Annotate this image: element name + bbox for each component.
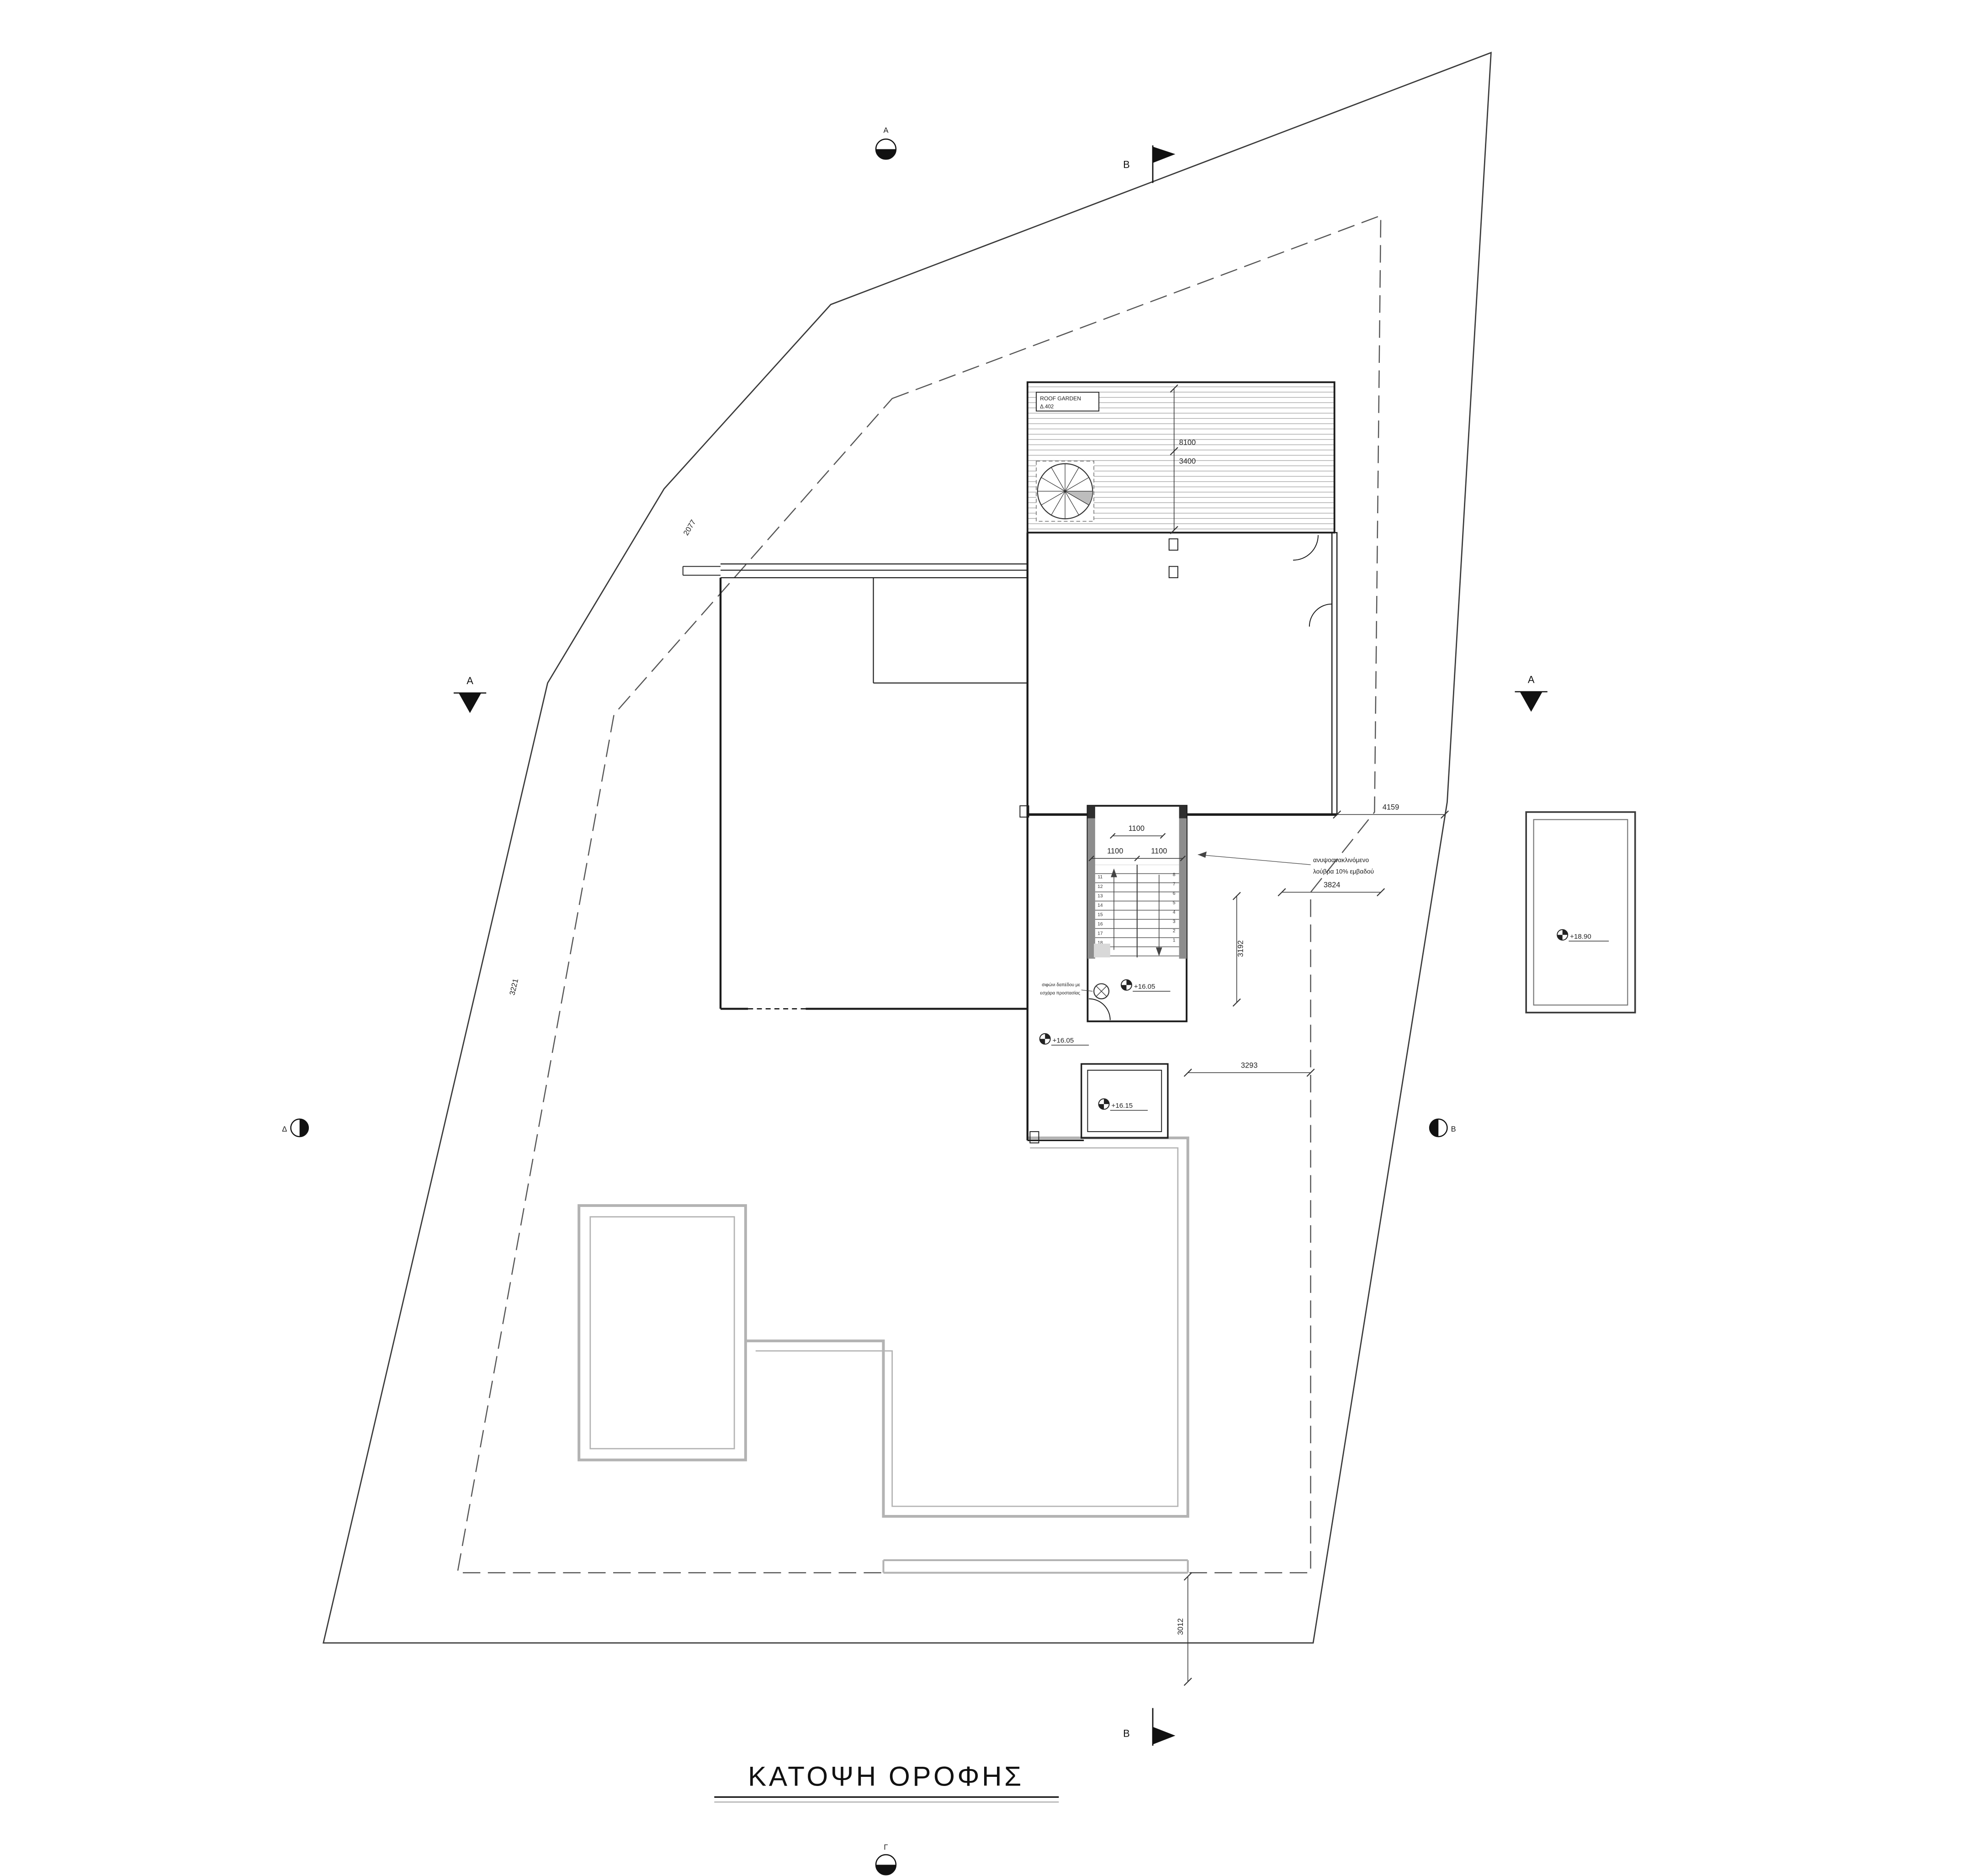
- stair-wall-right: [1179, 818, 1187, 959]
- site-boundary: [323, 52, 1492, 1644]
- drain-note-line1: σιφώνι δαπέδου με: [1042, 983, 1080, 988]
- svg-text:17: 17: [1097, 931, 1103, 936]
- louver-note-line2: λούβρα 10% εμβαδού: [1313, 868, 1374, 875]
- section-b-top-label: B: [1123, 159, 1130, 170]
- svg-text:5: 5: [1173, 900, 1176, 905]
- svg-text:18: 18: [1097, 941, 1103, 946]
- drawing-title-block: ΚΑΤΟΨΗ ΟΡΟΦΗΣ: [714, 1761, 1059, 1803]
- dim-4159: 4159: [1383, 803, 1399, 811]
- level-terrace: +16.05: [1053, 1036, 1074, 1044]
- section-a-right-label: A: [1528, 674, 1535, 685]
- elevation-top-label: A: [883, 127, 888, 135]
- duct-symbol: [1019, 805, 1029, 818]
- svg-text:3: 3: [1173, 919, 1176, 925]
- svg-text:6: 6: [1173, 891, 1176, 896]
- upper-floor-walls: [682, 532, 1338, 1143]
- section-a-left-label: A: [466, 675, 473, 686]
- dim-2077: 2077: [682, 518, 698, 537]
- svg-text:16: 16: [1097, 922, 1103, 927]
- stairwell: 1100 1100 1100 11 12 13 14 15 16 17 18: [1086, 805, 1188, 1022]
- lower-roof-outline: [578, 1136, 1189, 1574]
- deck-dimension: 8100 3400: [1170, 384, 1196, 534]
- roof-garden-label-box: ROOF GARDEN Δ.402: [1036, 392, 1100, 412]
- elevation-left-label: Δ: [282, 1125, 287, 1133]
- duct-symbol: [1168, 538, 1178, 551]
- level-annex: +18.90: [1570, 933, 1591, 941]
- stair-dimensions: 1100 1100 1100: [1088, 824, 1186, 861]
- roof-garden-label: ROOF GARDEN: [1040, 395, 1081, 402]
- level-markers: +16.05 +16.05 +16.15 +18.90: [1039, 929, 1609, 1111]
- setback-line: [456, 214, 1382, 1573]
- dim-1100-left: 1100: [1107, 847, 1123, 855]
- level-shaft: +16.15: [1112, 1102, 1133, 1110]
- section-markers: A A B B A Γ Δ B: [282, 127, 1548, 1876]
- annotations: ανυψοανακλινόμενο λούβρα 10% εμβαδού σιφ…: [1040, 851, 1374, 996]
- svg-text:11: 11: [1097, 875, 1102, 880]
- floor-drain: [1093, 983, 1110, 999]
- drawing-title: ΚΑΤΟΨΗ ΟΡΟΦΗΣ: [748, 1761, 1024, 1792]
- roof-garden-deck: ROOF GARDEN Δ.402 8100 3400: [1026, 381, 1336, 534]
- roof-garden-code: Δ.402: [1040, 404, 1054, 409]
- svg-text:7: 7: [1173, 882, 1176, 887]
- dim-3192: 3192: [1236, 941, 1245, 957]
- elevator-shaft: [1081, 1063, 1169, 1139]
- dim-3400: 3400: [1179, 457, 1196, 466]
- dim-1100-top: 1100: [1129, 824, 1145, 833]
- svg-text:14: 14: [1097, 903, 1103, 908]
- svg-text:13: 13: [1097, 893, 1103, 898]
- level-stair-landing: +16.05: [1134, 983, 1155, 991]
- elevation-right-label: B: [1451, 1125, 1456, 1133]
- spiral-stair: [1036, 461, 1094, 522]
- svg-text:2: 2: [1173, 929, 1176, 934]
- duct-symbol: [1168, 566, 1178, 579]
- elevation-bottom-label: Γ: [884, 1843, 888, 1851]
- dim-3012: 3012: [1177, 1618, 1185, 1635]
- svg-text:4: 4: [1173, 910, 1176, 915]
- dim-3824: 3824: [1324, 881, 1341, 889]
- dim-8100: 8100: [1179, 438, 1196, 446]
- svg-text:8: 8: [1173, 872, 1176, 877]
- duct-symbol: [1029, 1131, 1039, 1143]
- dim-3221: 3221: [508, 978, 520, 996]
- louver-note-line1: ανυψοανακλινόμενο: [1313, 857, 1369, 864]
- dimensions: 4159 3824 3192 3293 3012 2077 3221: [508, 518, 1449, 1686]
- stair-wall-left: [1087, 818, 1095, 959]
- dim-1100-right: 1100: [1151, 847, 1167, 855]
- annex-roof: [1525, 811, 1636, 1014]
- stair-step-numbers: 11 12 13 14 15 16 17 18 8 7 6 5 4 3 2 1: [1097, 872, 1176, 946]
- stair-landing-pad: [1094, 943, 1110, 958]
- section-b-bottom-label: B: [1123, 1728, 1130, 1739]
- drain-note-line2: εσχάρα προστασίας: [1040, 991, 1081, 996]
- dim-3293: 3293: [1241, 1061, 1258, 1069]
- svg-text:1: 1: [1173, 938, 1176, 943]
- svg-text:12: 12: [1097, 884, 1103, 889]
- svg-text:15: 15: [1097, 913, 1103, 918]
